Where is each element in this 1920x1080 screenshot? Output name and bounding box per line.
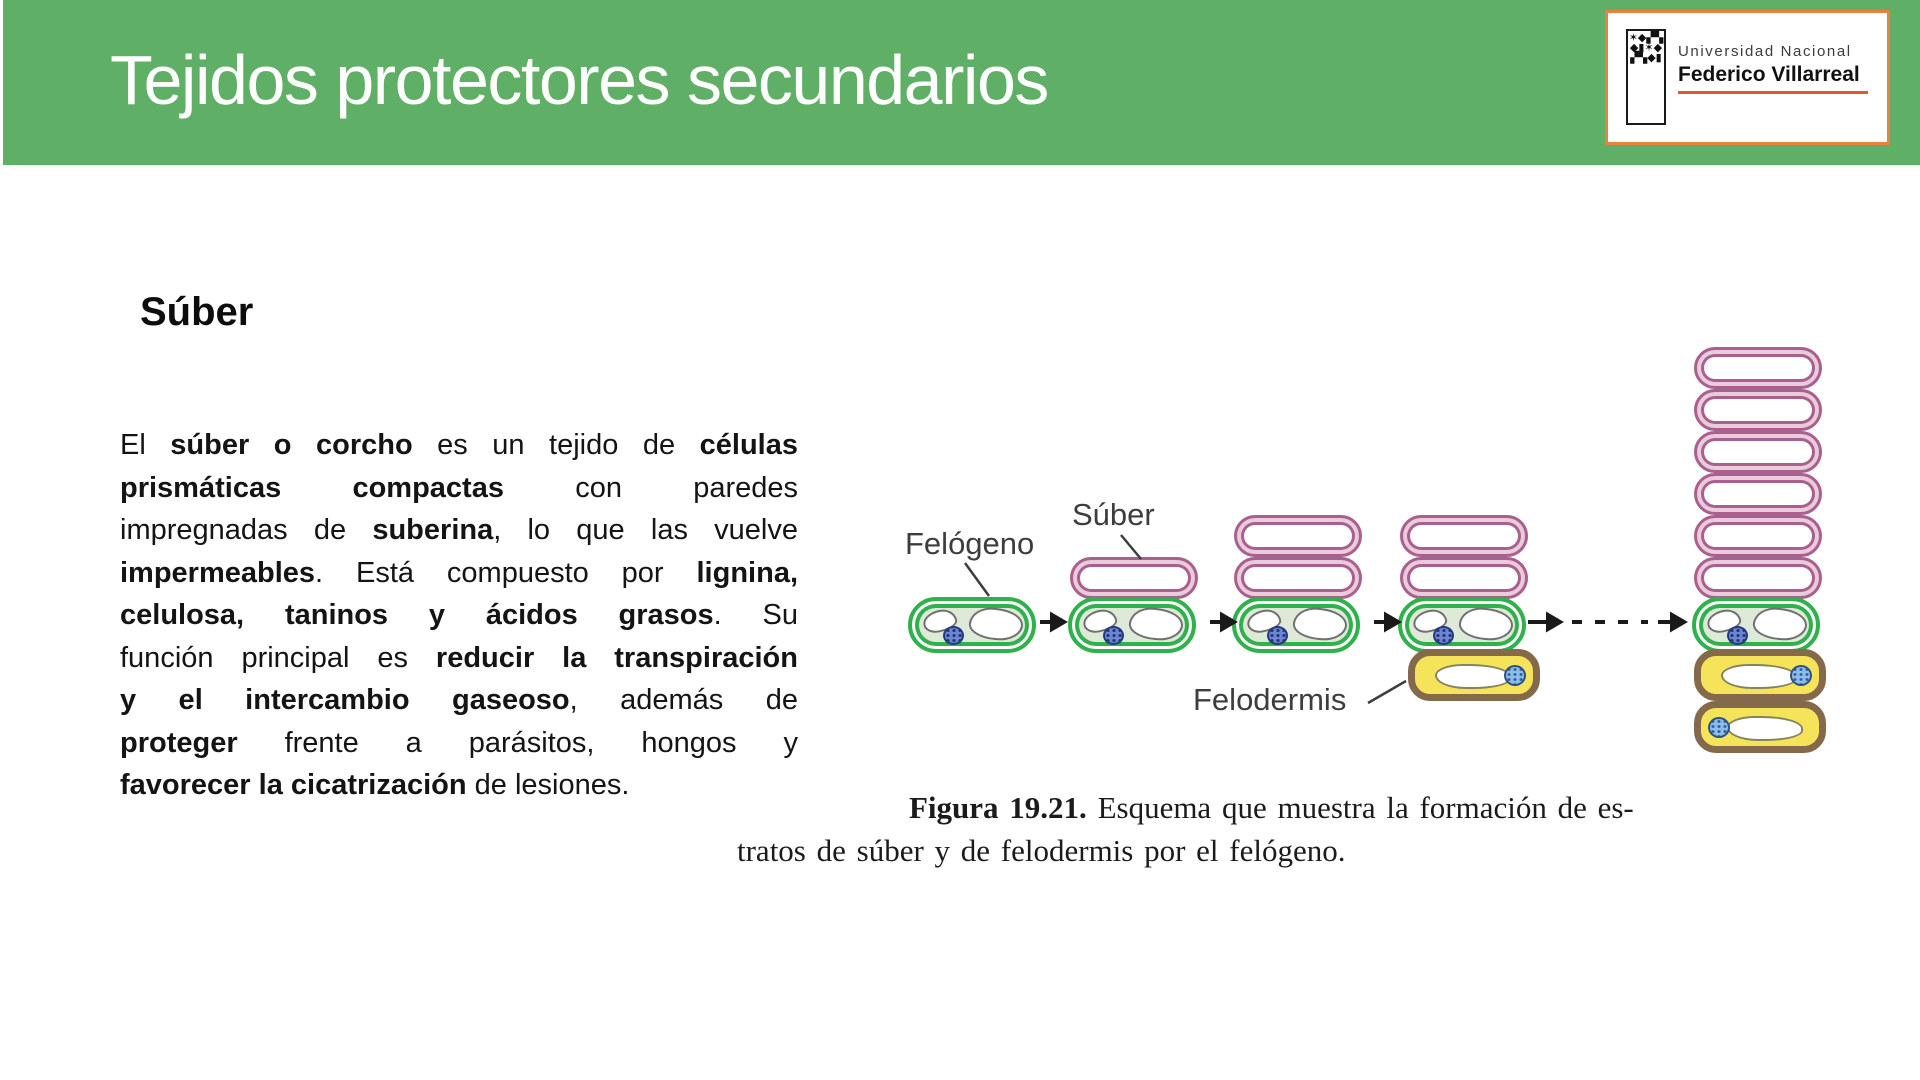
text: , lo que las vuelve [493,514,798,546]
paragraph-line: y el intercambio gaseoso, además de [120,679,798,722]
nucleus [1790,665,1812,686]
text: . Su [713,599,798,631]
text: impregnadas de [120,514,373,546]
phellogen-cell [908,597,1036,653]
text: de lesiones. [466,769,630,801]
university-logo-text: Universidad Nacional Federico Villarreal [1678,43,1878,94]
suber-cell [1694,473,1822,515]
suber-cell [1234,515,1362,557]
bold-text: prismáticas compactas [120,471,504,504]
paragraph-line: impermeables. Está compuesto por lignina… [120,552,798,595]
nucleus [1504,665,1526,686]
paragraph-line: impregnadas de suberina, lo que las vuel… [120,509,798,552]
caption-line2: tratos de súber y de felodermis por el f… [737,833,1346,868]
bold-text: celulosa, taninos y ácidos grasos [120,599,714,631]
phellogen-cell [1068,597,1196,653]
suber-cell [1400,515,1528,557]
bold-text: favorecer la cicatrización [120,769,467,801]
felodermis-cell [1408,649,1540,701]
section-heading: Súber [140,290,254,334]
text: . Está compuesto por [315,556,697,589]
nucleus [1727,626,1748,645]
caption-figure-number: Figura 19.21. [909,790,1087,825]
suber-cell [1694,389,1822,431]
suber-cell [1070,557,1198,599]
caption-line1: Figura 19.21. Esquema que muestra la for… [737,786,1812,829]
suber-pointer-line [1120,534,1142,560]
page-title: Tejidos protectores secundarios [110,41,1049,119]
university-name-line1: Universidad Nacional [1678,43,1852,60]
unfv-emblem-icon: ✶◆▞▚◆▮✶◆▞▚◆▮ [1626,29,1666,125]
felodermis-cell [1694,701,1826,753]
bold-text: y el intercambio gaseoso [120,684,570,716]
felodermis-pointer-line [1367,679,1407,705]
felodermis-label: Felodermis [1193,682,1347,717]
vacuole [1751,605,1809,643]
bold-text: suberina [372,514,494,546]
suber-cell [1694,431,1822,473]
vacuole [1457,605,1515,643]
paragraph-line: proteger frente a parásitos, hongos y [120,722,798,765]
paragraph-line: función principal es reducir la transpir… [120,637,798,680]
figure-caption: Figura 19.21. Esquema que muestra la for… [737,786,1812,872]
caption-line1-text: Esquema que muestra la formación de es- [1086,790,1634,825]
suber-cell [1694,347,1822,389]
vacuole [1727,716,1803,741]
text: , además de [569,684,798,716]
nucleus [1267,626,1288,645]
suber-cell [1694,557,1822,599]
suber-cell [1234,557,1362,599]
text: El [120,429,171,461]
bold-text: impermeables [120,556,316,589]
paragraph-line: prismáticas compactas con paredes [120,467,798,510]
vacuole [1435,664,1511,689]
vacuole [1291,605,1349,643]
phellogen-cell [1232,597,1360,653]
university-logo: ✶◆▞▚◆▮✶◆▞▚◆▮ Universidad Nacional Federi… [1605,10,1890,145]
text: es un tejido de [412,429,700,461]
paragraph-line: El súber o corcho es un tejido de célula… [120,424,798,467]
university-name-line2: Federico Villarreal [1678,63,1860,86]
vacuole [1127,605,1185,643]
felogeno-pointer-line [963,562,991,597]
bold-text: reducir la transpiración [435,641,798,674]
bold-text: proteger [120,726,238,759]
phellogen-cell [1692,597,1820,653]
header-left-edge [0,0,3,165]
phellogen-cell [1398,597,1526,653]
paragraph-line: favorecer la cicatrización de lesiones. [120,764,798,807]
paragraph-line: celulosa, taninos y ácidos grasos. Su [120,594,798,637]
nucleus [1708,717,1730,738]
nucleus [1433,626,1454,645]
text: función principal es [120,641,436,674]
body-paragraph: El súber o corcho es un tejido de célula… [120,424,798,807]
logo-underline [1678,91,1868,94]
suber-label: Súber [1072,497,1155,532]
text: frente a parásitos, hongos y [237,726,798,759]
felogeno-label: Felógeno [905,526,1035,561]
bold-text: súber o corcho [170,429,413,461]
bold-text: lignina, [696,556,799,589]
nucleus [943,626,964,645]
suber-cell [1694,515,1822,557]
bold-text: células [699,429,798,461]
header-bar: Tejidos protectores secundarios [0,0,1920,165]
text: con paredes [503,471,798,504]
suber-cell [1400,557,1528,599]
felodermis-cell [1694,649,1826,701]
nucleus [1103,626,1124,645]
vacuole [967,605,1025,643]
vacuole [1721,664,1797,689]
